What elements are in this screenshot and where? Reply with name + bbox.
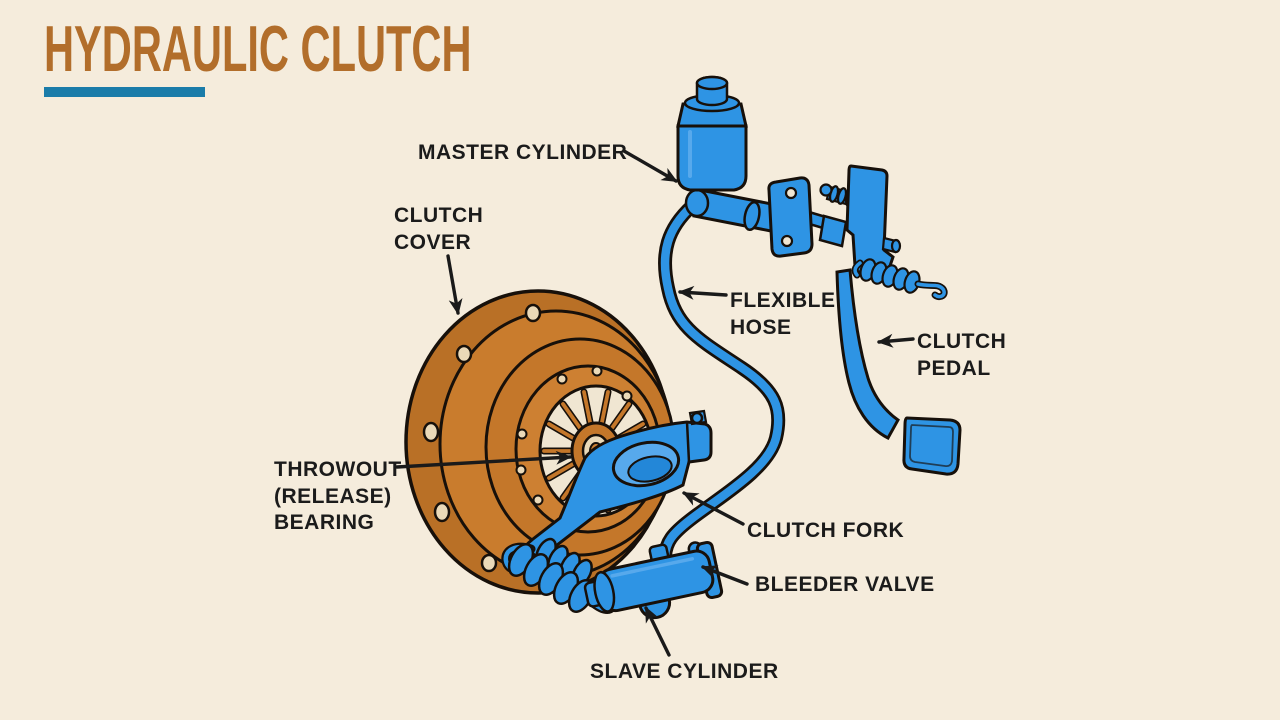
arrow-bleeder-valve [701,565,749,586]
clutch-pedal-illustration [818,164,962,476]
label-throwout-line2: (RELEASE) [274,485,392,508]
arrow-clutch-cover [446,254,463,315]
label-throwout-line3: BEARING [274,511,374,534]
label-clutch-cover-line2: COVER [394,231,471,254]
flexible-hose-illustration [658,199,786,563]
master-cylinder-illustration [676,75,838,258]
arrow-master-cylinder [622,149,678,183]
label-clutch-cover-line1: CLUTCH [394,204,483,227]
arrow-throwout-bearing [395,450,572,469]
label-slave-cylinder: SLAVE CYLINDER [590,660,779,683]
label-master-cylinder: MASTER CYLINDER [418,141,627,164]
arrow-flexible-hose [678,285,728,300]
header: HYDRAULIC CLUTCH [44,16,712,97]
callout-labels: MASTER CYLINDER CLUTCH COVER FLEXIBLE HO… [274,141,1006,683]
label-clutch-fork: CLUTCH FORK [747,519,904,542]
label-clutch-pedal-line2: PEDAL [917,357,991,380]
callout-arrows [395,149,915,657]
label-bleeder-valve: BLEEDER VALVE [755,573,935,596]
arrow-clutch-fork [682,491,745,526]
page-title: HYDRAULIC CLUTCH [44,12,472,85]
pedal-return-spring [851,258,948,301]
clutch-fork-illustration [518,409,713,569]
label-clutch-pedal-line1: CLUTCH [917,330,1006,353]
arrow-slave-cylinder [644,606,671,657]
label-throwout-line1: THROWOUT [274,458,402,481]
title-underline [44,87,205,97]
cover-bolt-holes [422,303,542,573]
cover-rivet-holes [515,365,633,523]
label-flexible-hose-line2: HOSE [730,316,792,339]
label-flexible-hose-line1: FLEXIBLE [730,289,836,312]
arrow-clutch-pedal [877,333,915,348]
pedal-pad [902,416,962,476]
